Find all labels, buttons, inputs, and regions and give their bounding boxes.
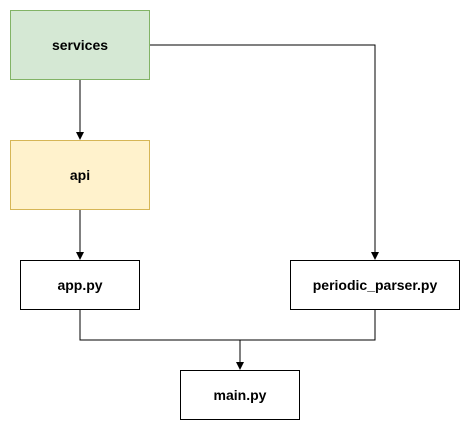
edge-services-to-periodic-parser xyxy=(150,44,379,260)
app-py-label: app.py xyxy=(57,277,103,293)
api-node: api xyxy=(10,140,150,210)
periodic-parser-py-label: periodic_parser.py xyxy=(312,277,438,293)
services-node: services xyxy=(10,10,150,80)
main-py-node: main.py xyxy=(180,370,300,420)
api-label: api xyxy=(69,167,91,183)
app-py-node: app.py xyxy=(20,260,140,310)
services-label: services xyxy=(51,37,109,53)
periodic-parser-py-node: periodic_parser.py xyxy=(290,260,460,310)
main-py-label: main.py xyxy=(213,387,267,403)
edge-periodic-parser-to-main xyxy=(240,310,376,341)
edge-app-to-main xyxy=(79,310,244,370)
